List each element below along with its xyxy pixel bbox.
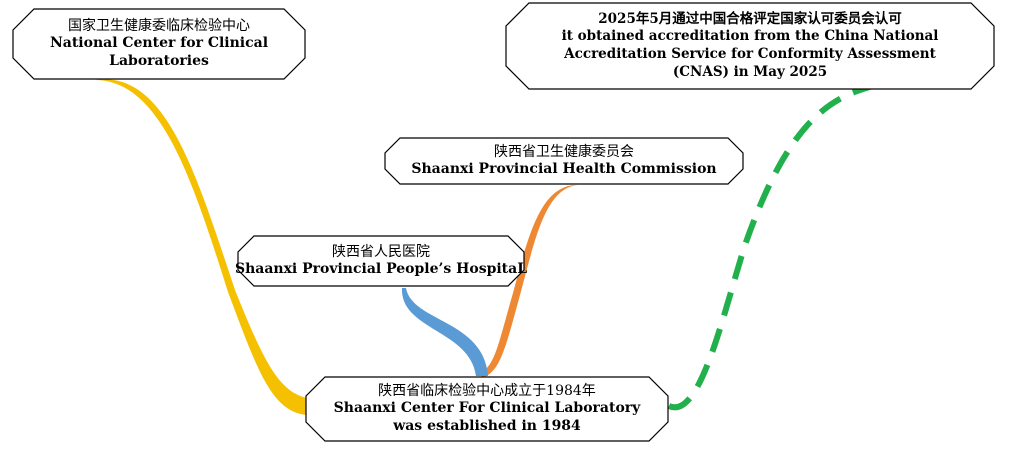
node-scl-title-zh: 陕西省临床检验中心成立于1984年	[378, 382, 596, 399]
octagon-frame	[305, 376, 669, 442]
node-sph-title-zh: 陕西省人民医院	[332, 243, 430, 260]
node-nccl-title-zh: 国家卫生健康委临床检验中心	[68, 17, 250, 34]
connector-center-to-cnas	[667, 80, 886, 411]
node-shc-title-zh: 陕西省卫生健康委员会	[494, 143, 634, 160]
octagon-frame	[237, 235, 525, 287]
node-nccl-title-en-line2: Laboratories	[109, 52, 209, 69]
node-shaanxi-health-commission: 陕西省卫生健康委员会 Shaanxi Provincial Health Com…	[384, 137, 744, 185]
node-cnas-line3: Accreditation Service for Conformity Ass…	[564, 46, 936, 62]
octagon-frame	[505, 2, 995, 90]
octagon-frame	[12, 8, 306, 80]
node-scl-title-en-line1: Shaanxi Center For Clinical Laboratory	[333, 400, 641, 417]
node-cnas-line1: 2025年5月通过中国合格评定国家认可委员会认可	[598, 10, 902, 27]
node-cnas-line2: it obtained accreditation from the China…	[561, 28, 939, 45]
node-cnas-line4: (CNAS) in May 2025	[672, 63, 828, 80]
connector-health-commission-to-center	[480, 184, 578, 378]
node-cnas-accreditation: 2025年5月通过中国合格评定国家认可委员会认可 it obtained acc…	[505, 2, 995, 90]
octagon-frame	[384, 137, 744, 185]
node-shaanxi-peoples-hospital: 陕西省人民医院 Shaanxi Provincial People’s Hosp…	[234, 235, 528, 287]
node-national-center-clinical-laboratories: 国家卫生健康委临床检验中心 National Center for Clinic…	[12, 8, 306, 80]
node-sph-title-en: Shaanxi Provincial People’s HospitaL	[234, 261, 528, 277]
node-shaanxi-center-clinical-laboratory: 陕西省临床检验中心成立于1984年 Shaanxi Center For Cli…	[305, 376, 669, 442]
connector-hospital-to-center	[401, 288, 488, 376]
node-scl-title-en-line2: was established in 1984	[393, 417, 581, 434]
node-nccl-title-en-line1: National Center for Clinical	[49, 35, 269, 52]
node-shc-title-en: Shaanxi Provincial Health Commission	[411, 161, 717, 177]
